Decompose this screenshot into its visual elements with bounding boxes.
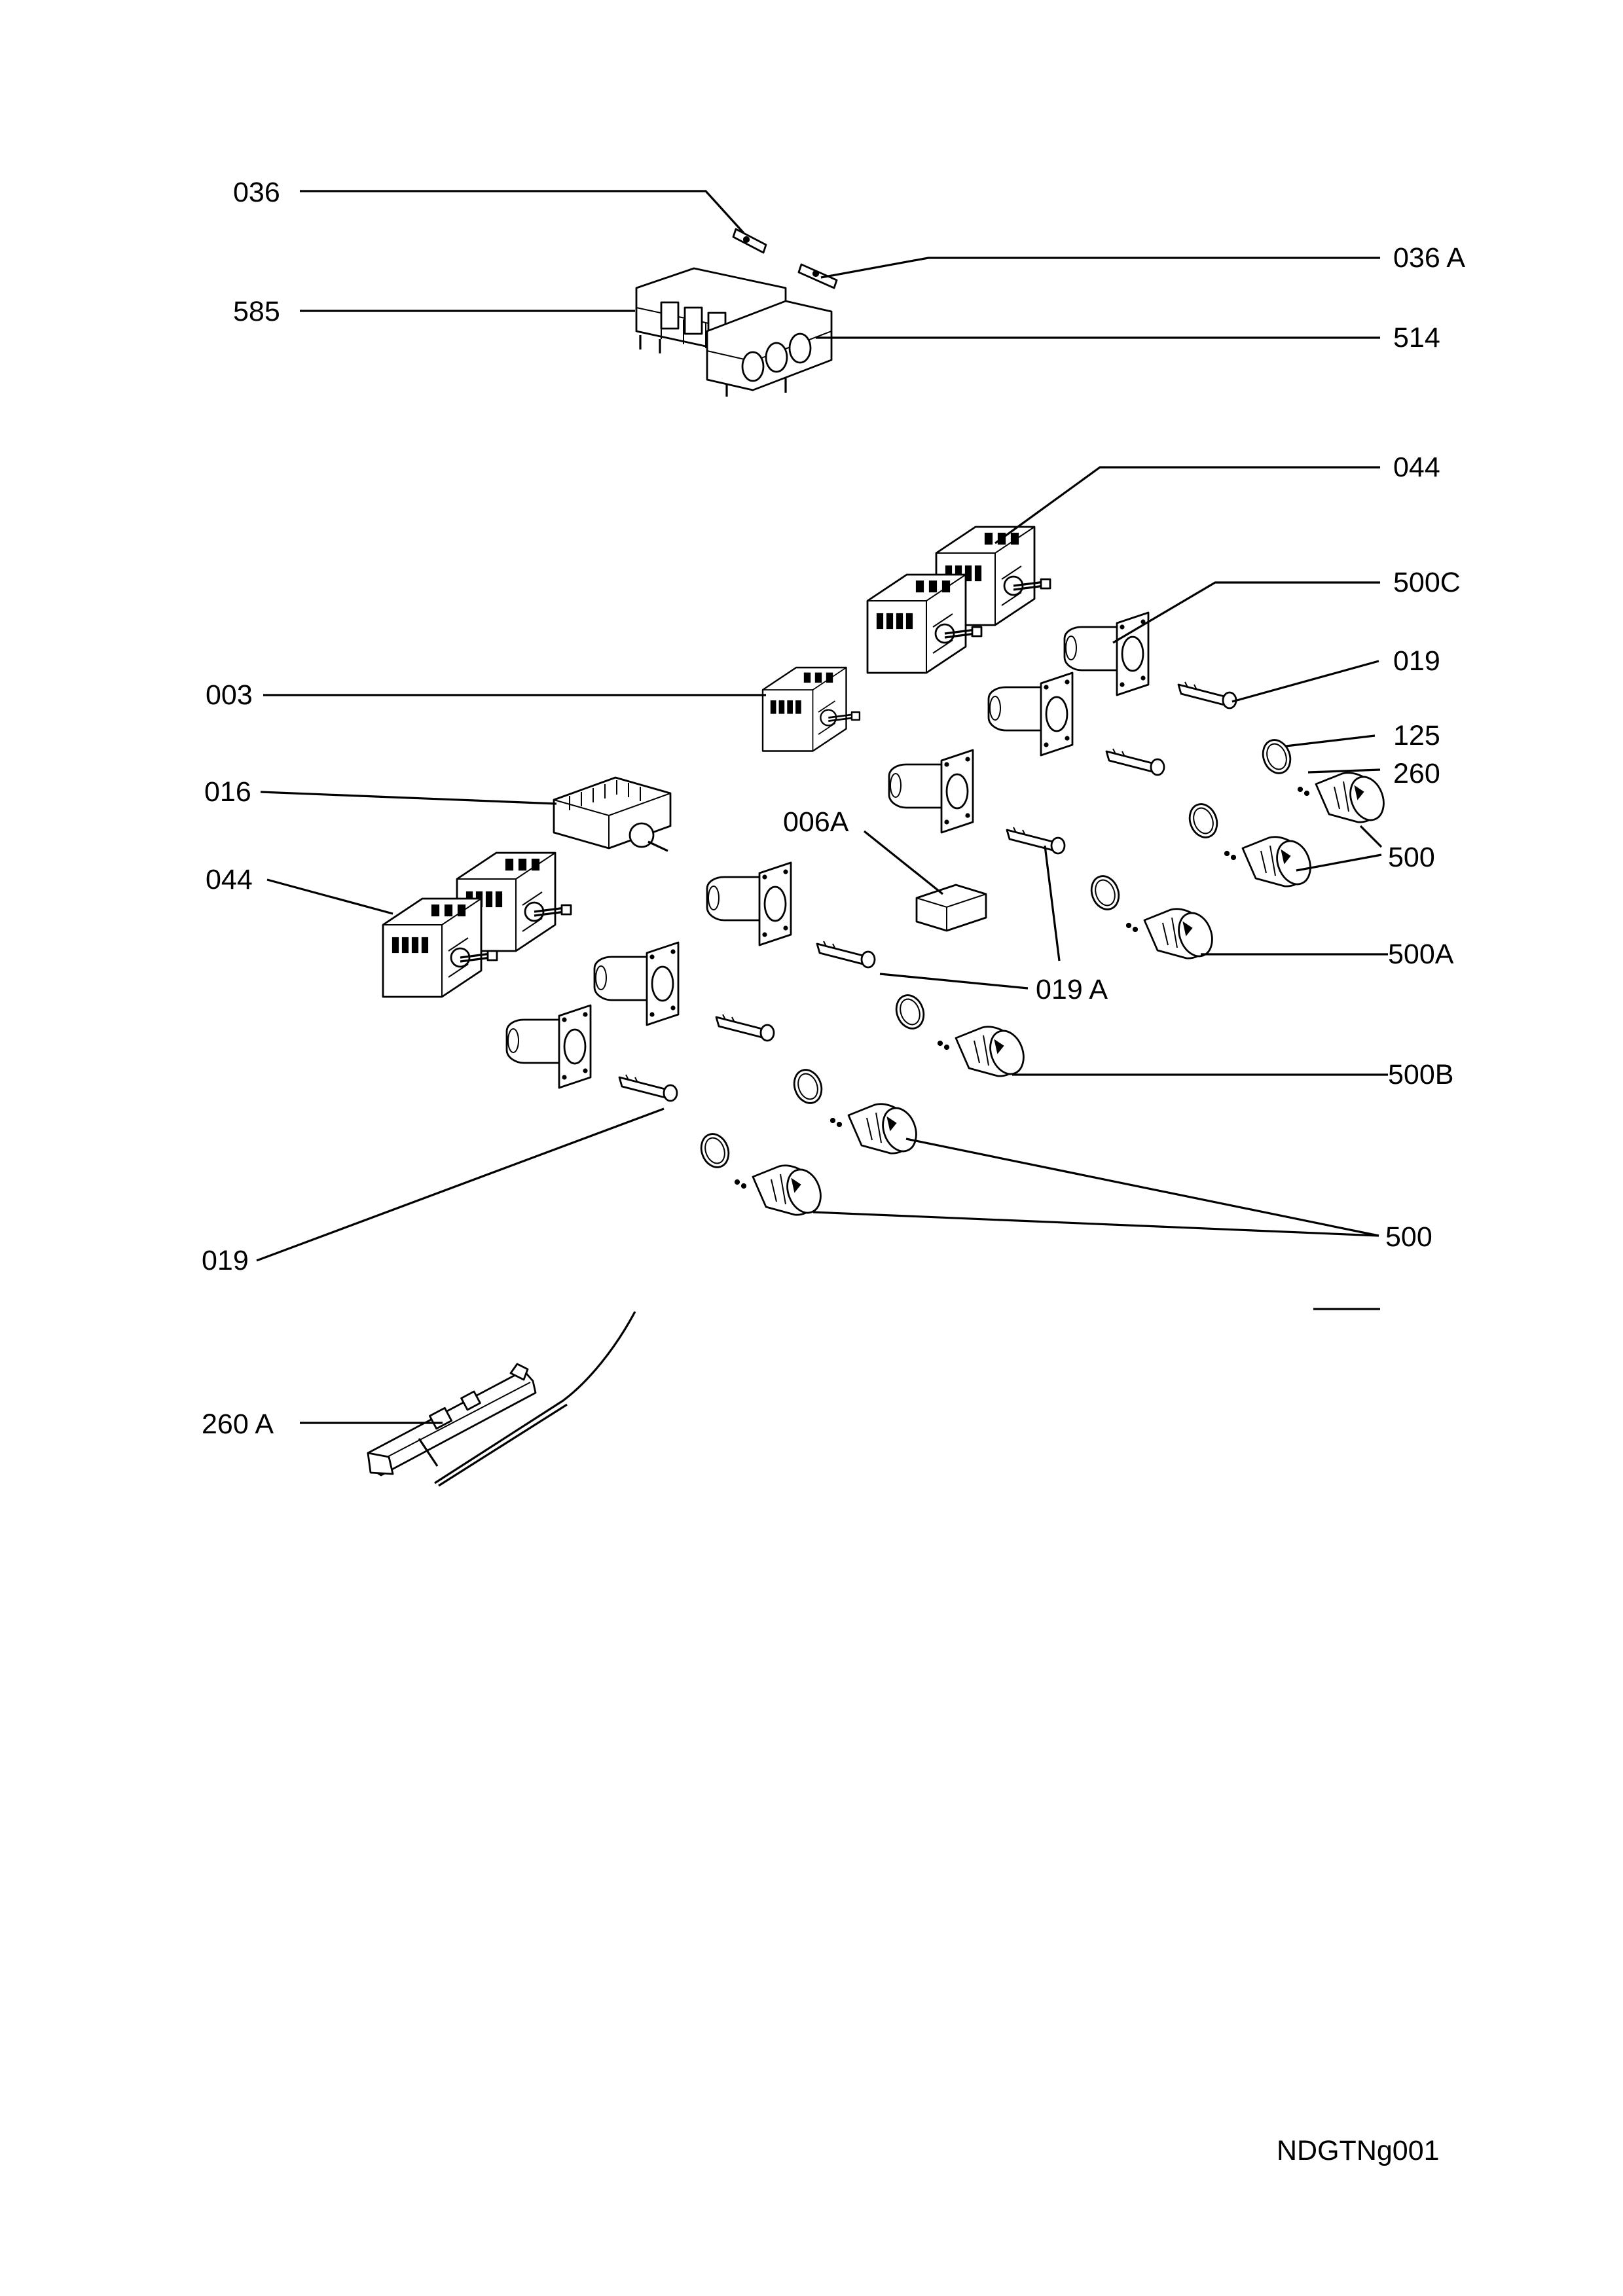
ring-4 bbox=[890, 990, 930, 1033]
callout-500b: 500B bbox=[1388, 1059, 1453, 1090]
switch-003 bbox=[761, 666, 861, 752]
leader-lines bbox=[256, 190, 1388, 1424]
callout-500c: 500C bbox=[1393, 567, 1461, 598]
callout-044-top: 044 bbox=[1393, 452, 1440, 483]
callout-labels: 036 036 A 585 514 044 500C 003 019 125 2… bbox=[202, 177, 1465, 1440]
shaft-019-upper bbox=[1177, 681, 1237, 709]
callout-125: 125 bbox=[1393, 720, 1440, 751]
shaft-019-upper-2 bbox=[1105, 747, 1165, 776]
knob-500-lower-2 bbox=[734, 1164, 828, 1219]
bearing-500c bbox=[1063, 611, 1150, 696]
shaft-019-lower-1 bbox=[715, 1013, 775, 1042]
ring-3 bbox=[1085, 871, 1125, 914]
callout-036a: 036 A bbox=[1393, 242, 1465, 274]
bearing-cylinder-4 bbox=[706, 861, 792, 946]
bearing-cylinder-5 bbox=[593, 941, 680, 1026]
callout-019a: 019 A bbox=[1036, 974, 1108, 1005]
connector-block-514 bbox=[706, 300, 833, 397]
knob-500-top bbox=[1297, 771, 1391, 826]
callout-514: 514 bbox=[1393, 322, 1440, 353]
bracket-260a bbox=[367, 1363, 537, 1477]
callout-500-top: 500 bbox=[1388, 842, 1435, 873]
callout-500a: 500A bbox=[1388, 939, 1454, 970]
knob-500-second bbox=[1224, 835, 1317, 890]
callout-036: 036 bbox=[233, 177, 280, 208]
callout-260a: 260 A bbox=[202, 1408, 274, 1440]
callout-016: 016 bbox=[204, 776, 251, 808]
knob-500b bbox=[937, 1025, 1030, 1080]
bearing-cylinder-2 bbox=[987, 672, 1074, 757]
sensor-probe-260a bbox=[434, 1311, 636, 1487]
selector-switch-016 bbox=[553, 776, 672, 852]
ring-2 bbox=[1184, 799, 1223, 842]
shaft-019a bbox=[816, 940, 876, 969]
knob-500a bbox=[1125, 907, 1219, 962]
callout-019-bottom: 019 bbox=[202, 1245, 249, 1276]
bearing-cylinder-6 bbox=[505, 1004, 592, 1089]
energy-regulator-044-upper-left bbox=[866, 573, 983, 674]
callout-500-bottom: 500 bbox=[1385, 1221, 1432, 1253]
callout-585: 585 bbox=[233, 296, 280, 327]
energy-regulator-044-lower-left bbox=[382, 897, 498, 998]
bearing-cylinder-3 bbox=[888, 749, 974, 834]
callout-260: 260 bbox=[1393, 758, 1440, 789]
microswitch-006a bbox=[915, 884, 987, 932]
ring-5 bbox=[788, 1065, 828, 1108]
callout-003: 003 bbox=[206, 679, 253, 711]
knob-500-lower-1 bbox=[830, 1102, 923, 1157]
ring-6 bbox=[695, 1129, 735, 1172]
terminal-036a bbox=[797, 263, 838, 289]
ring-125 bbox=[1257, 735, 1296, 778]
callout-044-left: 044 bbox=[206, 864, 253, 895]
callout-019-top: 019 bbox=[1393, 645, 1440, 677]
callout-006a: 006A bbox=[783, 806, 849, 838]
terminal-036 bbox=[732, 228, 767, 254]
shaft-019-lower-2 bbox=[618, 1073, 678, 1102]
shaft-019a-upper bbox=[1006, 826, 1066, 855]
drawing-code: NDGTNg001 bbox=[1277, 2135, 1440, 2166]
